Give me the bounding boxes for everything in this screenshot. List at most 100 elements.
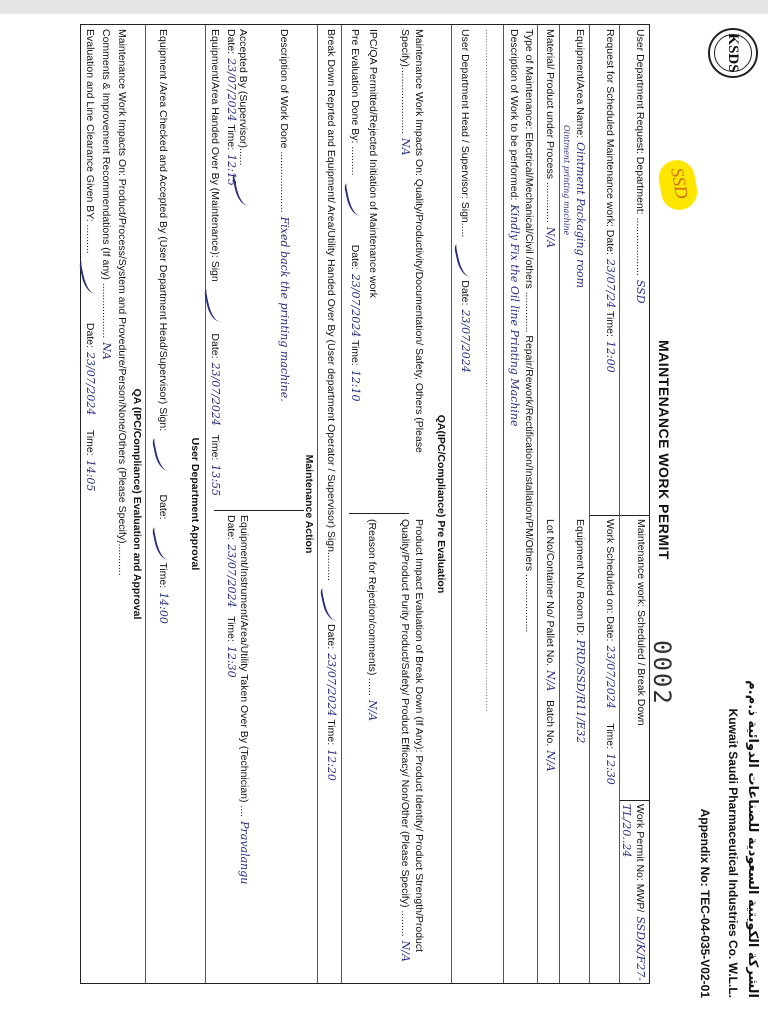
checked-row: Equipment /Area Checked and Accepted By …: [145, 25, 185, 983]
handed-over-label: Equipment/Area Handed Over By (Maintenan…: [209, 29, 222, 282]
clearance-row: Evaluation and Line Clearance Given BY: …: [78, 25, 102, 983]
taken-over-value: Pravalangu: [238, 821, 251, 885]
impacts-row: Maintenance Work Impacts On: Quality/Pro…: [385, 25, 427, 983]
accepted-label: Accepted By (Supervisor)......: [237, 29, 250, 166]
work-description-label: Description of Work to be performed:: [508, 29, 520, 201]
qa-pre-evaluation-title: QA(IPC/Compliance) Pre Evaluation: [435, 414, 447, 594]
pre-evaluation-time: 12:10: [349, 369, 363, 402]
accepted-date-label: Date:: [225, 29, 237, 55]
breakdown-date-label: Date:: [325, 624, 338, 650]
permit-sheet: KSDS SSD MAINTENANCE WORK PERMIT 0002 ال…: [78, 10, 768, 1010]
handed-over-time: 13:55: [209, 464, 223, 497]
breakdown-row: Break Down Reprted and Equipment/ Area/U…: [317, 25, 343, 983]
request-date: 23/07/24: [604, 258, 617, 309]
equipment-no-label: Equipment No/ Room ID:: [574, 519, 586, 636]
work-done-row: Description of Work Done ...............…: [261, 25, 299, 983]
work-done-value: Fixed back the printing machine.: [278, 216, 291, 402]
appendix-number: Appendix No: TEC-04-035-V02-01: [698, 808, 712, 998]
breakdown-date: 23/07/2024: [325, 653, 339, 717]
work-permit-label: Work Permit No: MWP/: [634, 804, 646, 913]
pre-evaluation-date-label: Date:: [349, 244, 362, 270]
breakdown-signature: [319, 585, 343, 623]
equipment-sub-value: Ointment printing machine: [562, 125, 571, 236]
clearance-date: 23/07/2024: [84, 352, 98, 416]
highlight-text: SSD: [667, 166, 693, 201]
permit-label: IPC/QA Permitted/Rejected Initiation of …: [367, 29, 379, 299]
taken-over-time-label: Time:: [225, 616, 237, 642]
material-value: N/A: [544, 226, 557, 249]
equipment-label: Equipment/Area Name:: [574, 29, 586, 139]
user-approval-title: User Department Approval: [189, 437, 201, 571]
rejection-reason-value: N/A: [366, 699, 379, 722]
lot-value: N/A: [544, 670, 557, 692]
breakdown-time-label: Time:: [325, 719, 338, 746]
company-name-english: Kuwait Saudi Pharmaceutical Industries C…: [726, 708, 740, 998]
accepted-time-label: Time:: [225, 124, 237, 151]
lot-label: Lot No/Container No/ Pallet No.: [544, 519, 556, 667]
handed-over-time-label: Time:: [209, 434, 222, 461]
rejection-reason-label: (Reason for Rejection/comments) ......: [366, 519, 378, 696]
scheduled-date: 23/07/2024: [604, 645, 617, 709]
request-time: 12:00: [604, 340, 617, 373]
maintenance-action-title: Maintenance Action: [303, 454, 315, 554]
pre-evaluation-label: Pre Evaluation Done By: ..........: [349, 29, 362, 176]
head-date-label: Date:: [459, 280, 472, 306]
pre-evaluation-time-label: Time:: [349, 339, 362, 366]
serial-number: 0002: [648, 640, 676, 706]
maintenance-type-label: Maintenance work: Scheduled / Break Down: [635, 519, 647, 726]
clearance-time-label: Time:: [84, 429, 97, 456]
taken-over-time: 12:30: [225, 645, 238, 678]
clearance-label: Evaluation and Line Clearance Given BY: …: [84, 29, 97, 254]
equipment-value: Ointment Packaging room: [574, 142, 587, 289]
handed-over-signature: [203, 286, 227, 324]
taken-over-label: Equipment/Instrument/Area/Utility Taken …: [238, 515, 250, 818]
material-label: Material/ Product under Process ........…: [544, 29, 556, 223]
permit-row: IPC/QA Permitted/Rejected Initiation of …: [341, 25, 381, 983]
ssd-highlight: SSD: [655, 157, 701, 213]
clearance-date-label: Date:: [84, 322, 97, 349]
qa-impacts-label: Maintenance Work Impacts On: Product/Pro…: [116, 29, 128, 576]
handover-row: Accepted By (Supervisor)...... Date: 23/0…: [203, 25, 255, 983]
impacts-value: NA: [399, 138, 412, 156]
taken-over-date: 23/07/2024: [225, 544, 238, 608]
product-impact-label: Product Impact Evaluation of Break Down …: [399, 519, 425, 953]
scan-edge: [0, 0, 768, 14]
comments-row: Comments & Improvement Recommendations (…: [98, 25, 114, 983]
qa-impacts-row: Maintenance Work Impacts On: Product/Pro…: [113, 25, 129, 983]
company-logo: KSDS: [708, 28, 758, 78]
handed-over-date: 23/07/2024: [209, 362, 223, 426]
handed-over-date-label: Date:: [209, 333, 222, 359]
breakdown-time: 12:20: [325, 749, 339, 781]
head-signature: [453, 242, 477, 279]
checked-date-label: Date:: [157, 494, 170, 520]
comments-value: NA: [100, 342, 113, 360]
equipment-no-value: PRD/SSD/R11/E32: [574, 639, 587, 744]
page-title: MAINTENANCE WORK PERMIT: [656, 340, 672, 560]
work-description-value: Kindly Fix the Oil line Printing Machine: [508, 204, 521, 427]
work-done-label: Description of Work Done ...............…: [278, 29, 290, 213]
department-value: SSD: [634, 279, 647, 304]
material-row: Material/ Product under Process ........…: [537, 25, 559, 983]
head-row: User Department Head / Supervisor: Sign.…: [451, 25, 477, 983]
scheduled-time-label: Time:: [604, 723, 616, 750]
request-time-label: Time:: [604, 311, 616, 337]
accepted-date: 23/07/2024: [225, 58, 238, 122]
breakdown-label: Break Down Reprted and Equipment/ Area/U…: [325, 29, 338, 582]
checked-signature: [151, 435, 175, 473]
checked-label: Equipment /Area Checked and Accepted By …: [157, 29, 170, 432]
head-sign-label: User Department Head / Supervisor: Sign.…: [459, 29, 472, 238]
checked-time-label: Time:: [157, 562, 170, 589]
batch-value: N/A: [544, 750, 557, 772]
type-row: Type of Maintenance: Electrical/Mechanic…: [503, 25, 537, 983]
logo-text: KSDS: [725, 33, 742, 73]
taken-over-date-label: Date:: [225, 515, 237, 541]
head-date: 23/07/2024: [459, 309, 473, 373]
pre-evaluation-date: 23/07/2024: [349, 273, 363, 338]
request-row: Request for Scheduled Maintenance work: …: [589, 25, 619, 983]
request-label: Request for Scheduled Maintenance work: …: [604, 29, 616, 255]
clearance-time: 14:05: [84, 459, 98, 492]
type-label: Type of Maintenance: Electrical/Mechanic…: [523, 29, 535, 633]
impacts-label: Maintenance Work Impacts On: Quality/Pro…: [399, 29, 425, 453]
department-row: User Department Request: Department: ...…: [619, 25, 649, 983]
batch-label: Batch No.: [544, 700, 556, 747]
